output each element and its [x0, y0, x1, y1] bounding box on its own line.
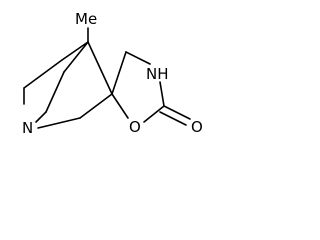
bond-co-o — [143, 105, 165, 123]
bicyclic-cage-bonds — [23, 27, 113, 129]
bond-spiro-ch2 — [111, 51, 127, 95]
bond-c4-c3 — [61, 41, 89, 61]
methyl-label: Me — [75, 10, 97, 28]
bond-c4-spiro — [87, 41, 113, 95]
ring-oxygen-label: O — [129, 118, 141, 136]
atom-labels: Me N NH O O — [22, 10, 203, 137]
bond-c8-n1 — [37, 117, 81, 129]
amide-nh-label: NH — [146, 65, 169, 83]
oxazolidinone-ring-bonds — [111, 51, 191, 126]
bond-ch2-nh — [125, 51, 151, 65]
bond-c6-n1 — [35, 111, 47, 123]
chemical-structure-diagram: Me N NH O O — [22, 10, 203, 137]
amine-nitrogen-label: N — [22, 119, 33, 137]
bond-c3-c2 — [23, 59, 63, 89]
bond-c-o-double-2 — [159, 111, 187, 126]
bond-c5-c6 — [45, 71, 65, 113]
bond-o-spiro — [111, 93, 129, 119]
bond-c-o-double-1 — [163, 105, 191, 120]
bond-spiro-c8 — [79, 93, 113, 119]
bond-nh-co — [159, 81, 165, 107]
bond-c4-c5 — [63, 41, 89, 73]
carbonyl-oxygen-label: O — [191, 118, 203, 136]
